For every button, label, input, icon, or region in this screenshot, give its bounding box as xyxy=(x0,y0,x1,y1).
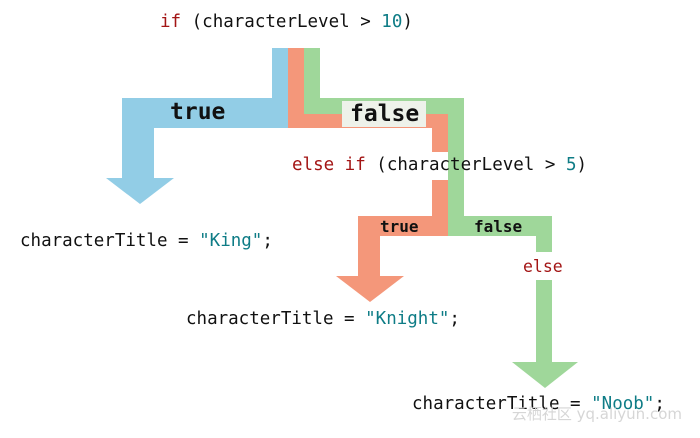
watermark: 云栖社区 yq.aliyun.com xyxy=(511,405,682,423)
noob-variable: characterTitle xyxy=(412,394,560,414)
else-if-threshold: 5 xyxy=(565,155,577,175)
knight-variable: characterTitle xyxy=(186,309,334,329)
true2-branch-bar xyxy=(358,216,448,236)
result-noob: characterTitle = "Noob"; xyxy=(412,394,665,414)
inner-branch-down xyxy=(432,114,448,152)
true2-label: true xyxy=(380,217,419,236)
true2-arrow-head xyxy=(336,276,404,302)
else-branch-down xyxy=(536,280,552,362)
else-if-condition: else if (characterLevel > 5) xyxy=(292,155,588,175)
king-variable: characterTitle xyxy=(20,231,168,251)
true2-branch-down xyxy=(358,216,380,276)
else-label: else xyxy=(523,257,563,276)
true-branch-down xyxy=(122,98,154,178)
result-king: characterTitle = "King"; xyxy=(20,231,273,251)
knight-value: "Knight" xyxy=(365,309,450,329)
if-threshold: 10 xyxy=(381,12,403,32)
if-variable: characterLevel xyxy=(202,12,350,32)
false2-label: false xyxy=(474,217,523,236)
false2-branch-down xyxy=(536,216,552,252)
king-assign: = xyxy=(167,231,200,251)
result-knight: characterTitle = "Knight"; xyxy=(186,309,460,329)
king-semicolon: ; xyxy=(262,231,273,251)
if-open-paren: ( xyxy=(181,12,203,32)
false-label: false xyxy=(350,101,420,127)
if-condition: if (characterLevel > 10) xyxy=(160,12,413,32)
true-label: true xyxy=(170,99,226,125)
else-arrow-head xyxy=(512,362,578,388)
false-branch-down xyxy=(448,98,464,226)
if-close-paren: ) xyxy=(402,12,413,32)
if-keyword: if xyxy=(160,12,182,32)
true-arrow-head xyxy=(106,178,174,204)
else-if-keyword: else if xyxy=(292,155,366,175)
king-value: "King" xyxy=(199,231,263,251)
inner-path-stem xyxy=(288,48,304,128)
knight-assign: = xyxy=(333,309,366,329)
noob-assign: = xyxy=(559,394,592,414)
else-if-variable: characterLevel xyxy=(386,155,535,175)
false2-branch-bar xyxy=(448,216,552,236)
if-operator: > xyxy=(349,12,382,32)
false-label-box xyxy=(342,101,426,127)
knight-semicolon: ; xyxy=(449,309,460,329)
else-if-close-paren: ) xyxy=(576,155,588,175)
false-path-stem xyxy=(304,48,320,98)
noob-value: "Noob" xyxy=(591,394,655,414)
noob-semicolon: ; xyxy=(654,394,665,414)
else-if-operator: > xyxy=(534,155,566,175)
else-if-open-paren: ( xyxy=(365,155,387,175)
